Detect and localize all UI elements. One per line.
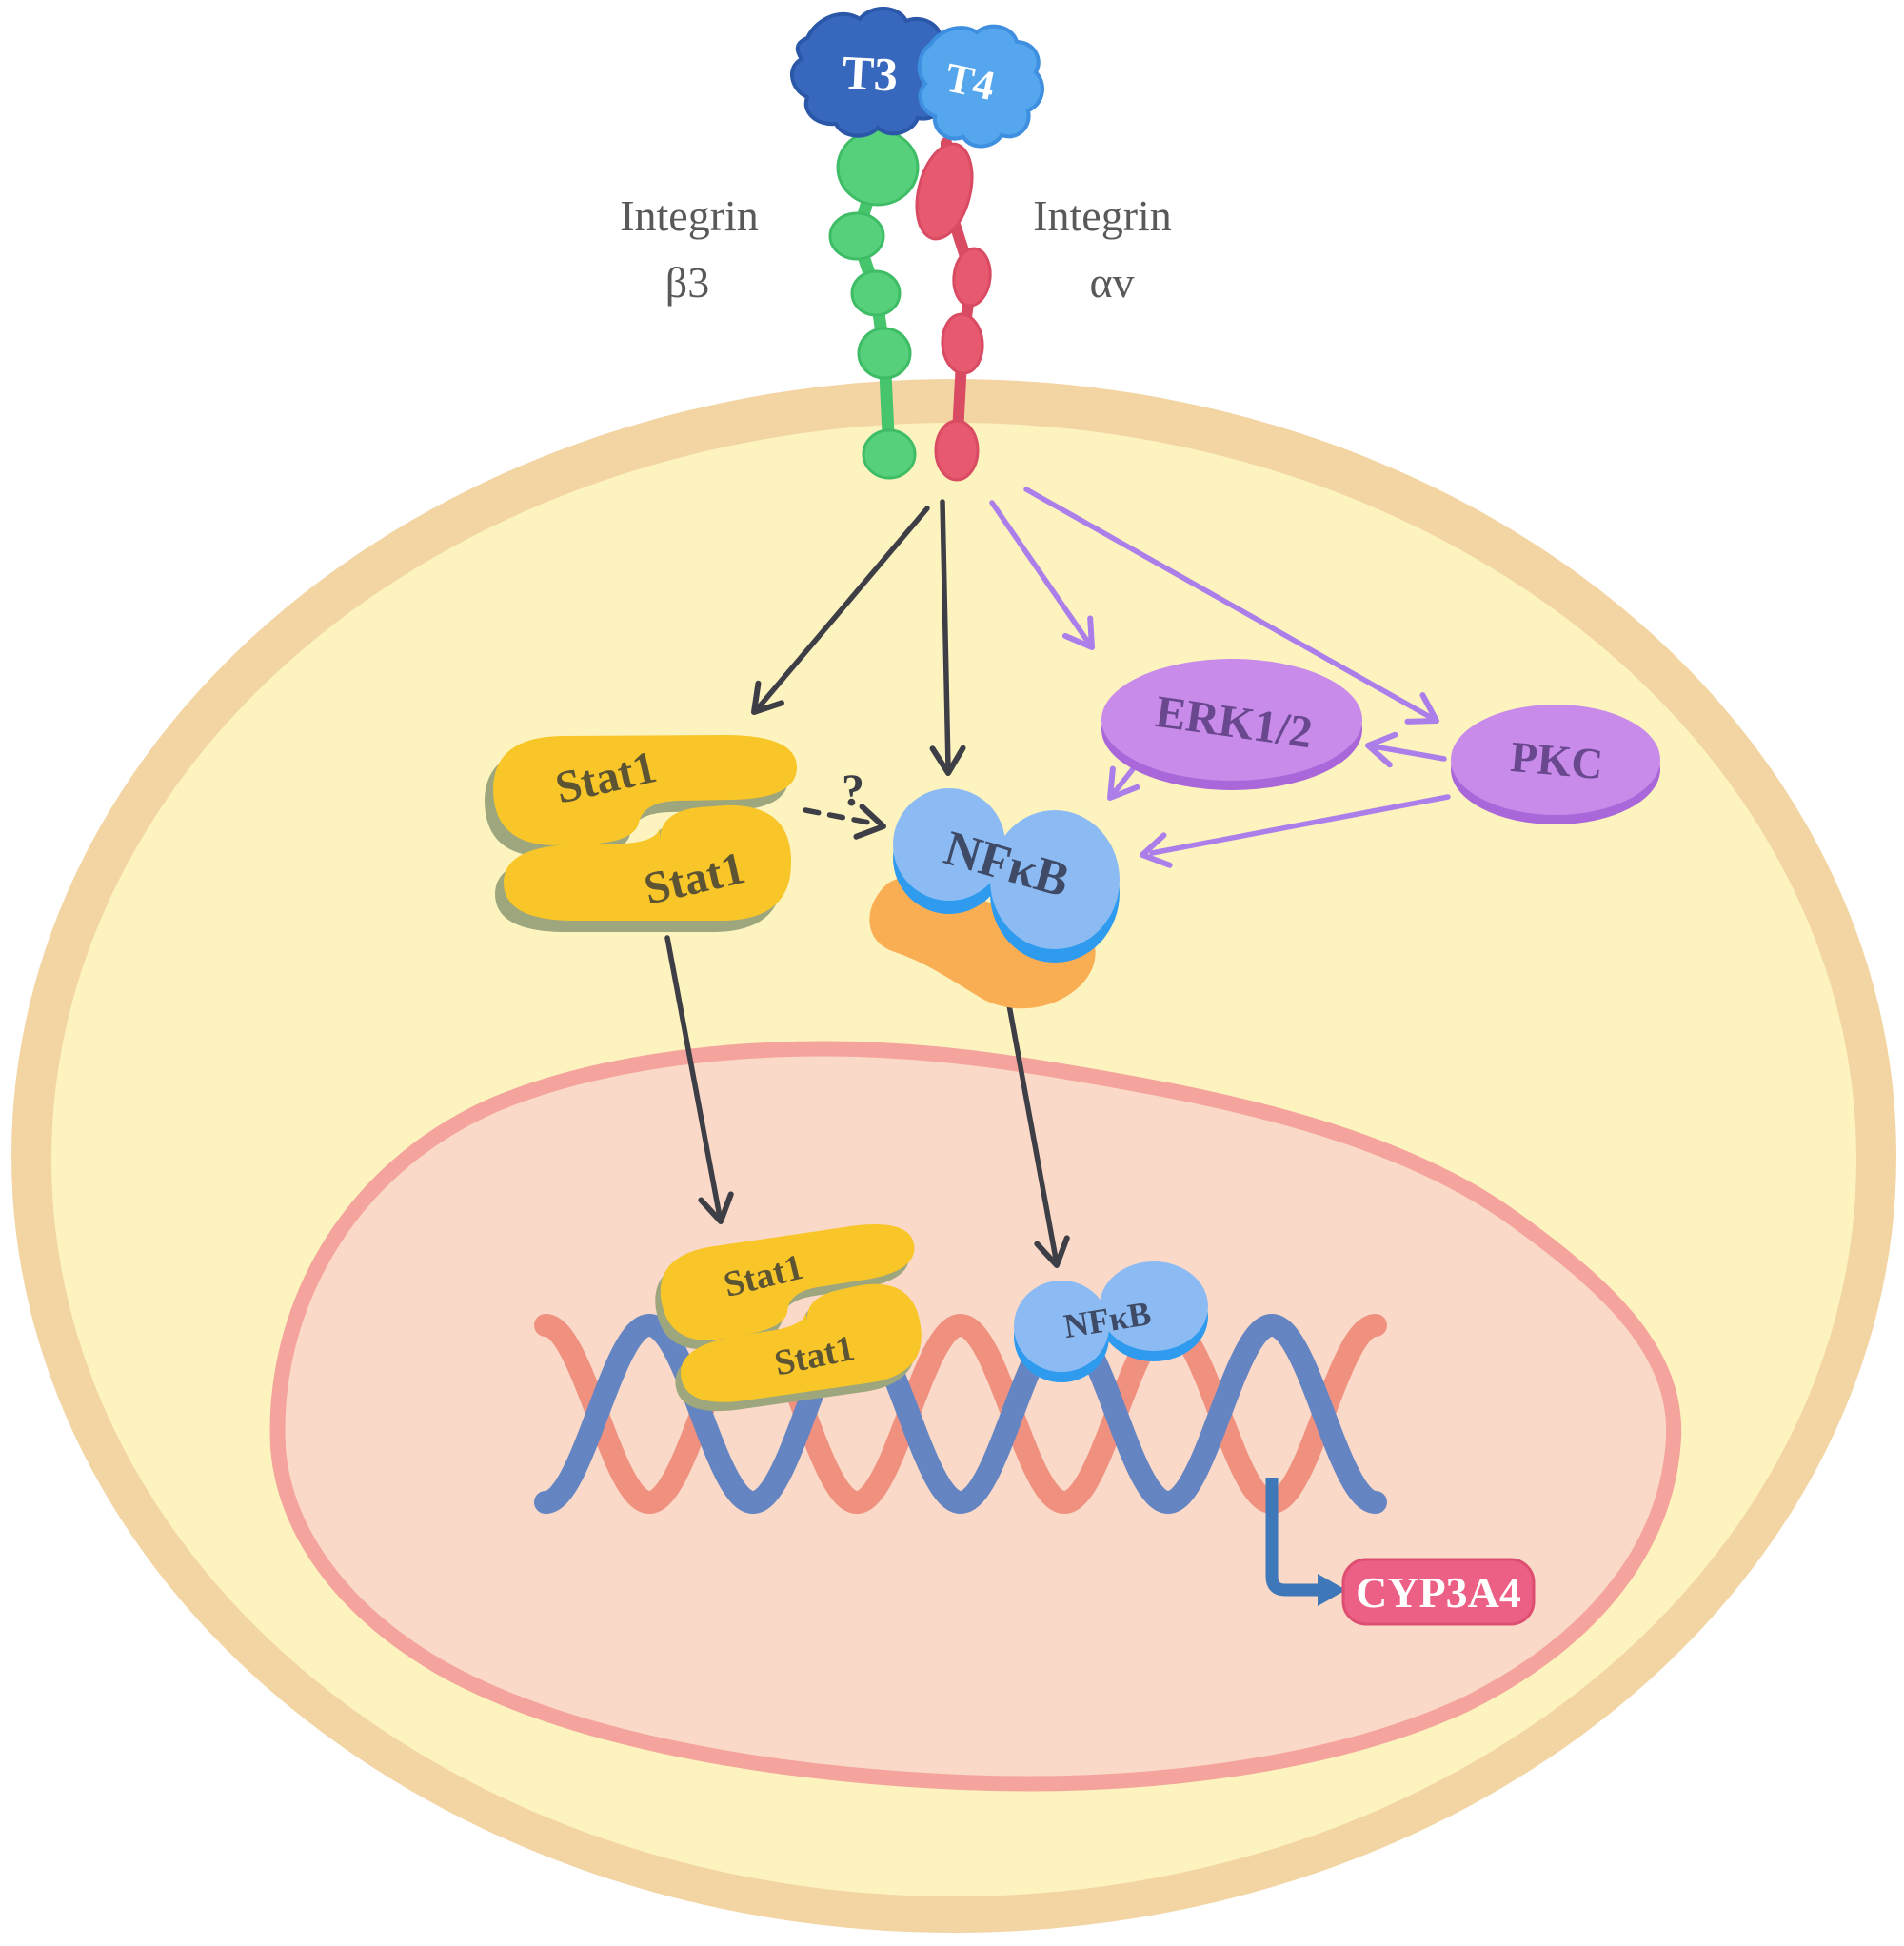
svg-text:Integrin: Integrin [620,191,759,240]
arrow-nfkb-to-nucleus [1002,982,1072,1268]
arrow-stat1-to-nfkb-dashed [803,806,886,841]
cyp3a4-gene-label: CYP3A4 [1356,1568,1521,1617]
nfkb-complex-cytoplasm [869,788,1120,1009]
t3-label: T3 [841,46,899,102]
integrin-b3-chain [828,129,920,480]
integrin-av-chain [915,137,992,482]
arrow-receptor-to-erk [989,500,1104,656]
arrow-pkc-to-nfkb [1140,794,1451,870]
integrin-b3-label: Integrin β3 [620,191,759,307]
signal-arrows [664,486,1451,1268]
transcription-arrow [1265,1478,1346,1606]
arrow-receptor-to-stat1 [743,506,930,722]
svg-text:β3: β3 [665,258,709,307]
nfkb-nucleus [1014,1261,1208,1382]
svg-text:αv: αv [1089,258,1134,307]
pkc-label: PKC [1509,732,1605,788]
arrow-stat1-to-nucleus [664,935,736,1224]
transcription-arrowhead [1318,1574,1346,1606]
t4-ligand [917,24,1044,149]
dna-strand-salmon [534,1313,1387,1515]
question-mark-label: ? [842,765,864,816]
arrow-receptor-to-nfkb [933,499,963,773]
arrow-pkc-to-erk [1365,730,1447,764]
svg-text:Integrin: Integrin [1033,191,1172,240]
t3-ligand [790,6,957,138]
t4-label: T4 [942,54,999,110]
pkc-node [1451,705,1660,824]
erk12-node [1101,659,1362,790]
cyp3a4-gene-box [1341,1558,1536,1626]
arrow-receptor-to-pkc [1023,486,1444,734]
integrin-av-label: Integrin αv [1033,191,1172,307]
